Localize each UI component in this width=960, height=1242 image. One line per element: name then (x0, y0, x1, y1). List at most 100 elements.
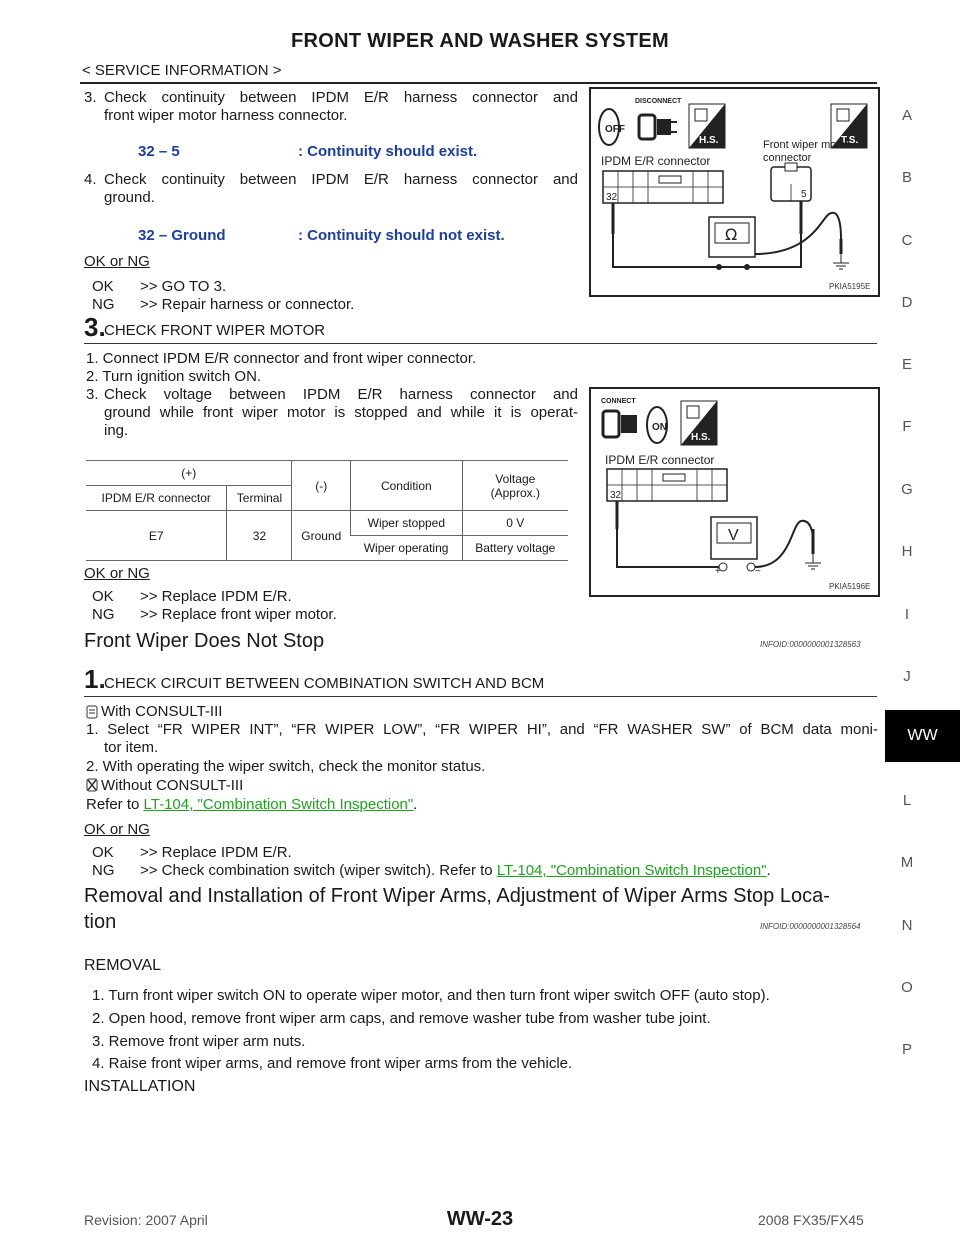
svg-text:DISCONNECT: DISCONNECT (635, 98, 682, 105)
section2-refer-line: Refer to LT-104, "Combination Switch Ins… (86, 796, 418, 813)
section2-infoid: INFOID:0000000001328563 (760, 640, 861, 649)
footer-page-number: WW-23 (446, 1208, 514, 1230)
step3-title: CHECK FRONT WIPER MOTOR (104, 322, 326, 339)
svg-text:H.S.: H.S. (691, 432, 711, 443)
ipdm-connector-label: IPDM E/R connector (601, 154, 710, 168)
step2-item3-text: Check continuity between IPDM E/R harnes… (104, 89, 578, 106)
side-tab-o[interactable]: O (901, 979, 913, 996)
section2-ok: OK (92, 844, 114, 861)
svg-text:32: 32 (606, 192, 618, 203)
step2-ok-or-ng: OK or NG (84, 253, 150, 270)
svg-text:V: V (728, 527, 739, 544)
section3-title-a: Removal and Installation of Front Wiper … (84, 885, 830, 907)
with-consult-label: With CONSULT-III (101, 703, 223, 720)
step3-rule (84, 343, 877, 344)
wiper-connector-shape: 5 (770, 162, 812, 202)
ground-icon (805, 554, 821, 570)
front-wiper-label: Front wiper motor (763, 139, 850, 151)
ignition-off-icon: OFF (598, 108, 625, 146)
section2-step-number: 1. (84, 664, 106, 694)
ground-icon (833, 254, 849, 270)
step3-ng: NG (92, 606, 115, 623)
page-title: FRONT WIPER AND WASHER SYSTEM (291, 30, 669, 52)
side-tab-c[interactable]: C (901, 232, 913, 249)
section2-ok-action: >> Replace IPDM E/R. (140, 844, 292, 861)
step3-item3-a: Check voltage between IPDM E/R harness c… (104, 386, 578, 403)
cell-v2: Battery voltage (461, 535, 568, 561)
svg-text:T.S.: T.S. (841, 135, 858, 146)
section2-ng: NG (92, 862, 115, 879)
ohmmeter-icon: Ω (708, 216, 756, 270)
without-consult-label: Without CONSULT-III (101, 777, 244, 794)
side-tab-h[interactable]: H (901, 543, 913, 560)
side-tab-f[interactable]: F (902, 418, 912, 435)
section2-ng-line: >> Check combination switch (wiper switc… (140, 862, 771, 879)
svg-text:32: 32 (610, 490, 622, 501)
step2-ok-action: >> GO TO 3. (140, 278, 227, 295)
section2-item1-b: tor item. (104, 739, 159, 756)
th-ipdm-connector: IPDM E/R connector (86, 485, 227, 511)
step3-ok-action: >> Replace IPDM E/R. (140, 588, 292, 605)
side-tab-i[interactable]: I (904, 606, 910, 623)
connect-icon: CONNECT (601, 398, 637, 439)
step3-item3-num: 3. (86, 386, 99, 403)
side-tab-g[interactable]: G (901, 481, 913, 498)
svg-text:CONNECT: CONNECT (601, 398, 636, 405)
combination-switch-inspection-link[interactable]: LT-104, "Combination Switch Inspection" (143, 796, 414, 813)
spec1-result: : Continuity should exist. (298, 143, 478, 160)
terminal-side-icon: T.S. (830, 103, 868, 149)
step2-ok: OK (92, 278, 114, 295)
svg-text:H.S.: H.S. (699, 135, 719, 146)
spec1-pins: 32 – 5 (138, 143, 180, 160)
side-tab-n[interactable]: N (901, 917, 913, 934)
figure-continuity-check: OFF DISCONNECT H.S. T.S. IPDM E/R connec… (589, 87, 880, 297)
side-tab-d[interactable]: D (901, 294, 913, 311)
svg-text:connector: connector (763, 152, 812, 164)
side-tab-p[interactable]: P (901, 1041, 912, 1058)
no-consult-icon (86, 778, 98, 792)
ipdm-connector-shape: 32 (606, 468, 728, 502)
step2-item4-text: Check continuity between IPDM E/R harnes… (104, 171, 578, 188)
step3-ok: OK (92, 588, 114, 605)
removal-step-2: 2. Open hood, remove front wiper arm cap… (92, 1010, 711, 1027)
combination-switch-inspection-link-2[interactable]: LT-104, "Combination Switch Inspection" (496, 862, 767, 879)
step2-item4-text2: ground. (104, 189, 155, 206)
ignition-on-icon: ON (646, 406, 668, 444)
installation-heading: INSTALLATION (84, 1078, 196, 1095)
footer-model: 2008 FX35/FX45 (758, 1212, 864, 1228)
consult-icon (86, 705, 98, 719)
footer-revision: Revision: 2007 April (84, 1212, 208, 1228)
step2-ng-action: >> Repair harness or connector. (140, 296, 355, 313)
step3-item1: 1. Connect IPDM E/R connector and front … (86, 350, 477, 367)
side-tab-l[interactable]: L (902, 792, 912, 809)
side-tab-e[interactable]: E (901, 356, 912, 373)
side-tab-b[interactable]: B (901, 169, 912, 186)
figure-voltage-check: CONNECT ON H.S. IPDM E/R connector 32 (589, 387, 880, 597)
cell-v1: 0 V (461, 510, 568, 536)
step2-item4-num: 4. (84, 171, 97, 188)
spec2-result: : Continuity should not exist. (298, 227, 505, 244)
section-wiper-not-stop-title: Front Wiper Does Not Stop (84, 630, 325, 652)
side-tab-m[interactable]: M (900, 854, 914, 871)
spec2-pins: 32 – Ground (138, 227, 226, 244)
figure2-code: PKIA5196E (829, 582, 870, 591)
step2-ng: NG (92, 296, 115, 313)
step3-item3-c: ing. (104, 422, 129, 439)
side-tab-j[interactable]: J (903, 668, 911, 685)
cell-connector: E7 (86, 510, 227, 561)
removal-heading: REMOVAL (84, 957, 162, 974)
removal-step-3: 3. Remove front wiper arm nuts. (92, 1033, 306, 1050)
step2-item3-text2: front wiper motor harness connector. (104, 107, 348, 124)
section2-ok-or-ng: OK or NG (84, 821, 150, 838)
side-tab-a[interactable]: A (901, 107, 912, 124)
removal-step-4: 4. Raise front wiper arms, and remove fr… (92, 1055, 573, 1072)
svg-text:−: − (755, 566, 761, 577)
step3-ok-or-ng: OK or NG (84, 565, 150, 582)
section2-step-title: CHECK CIRCUIT BETWEEN COMBINATION SWITCH… (104, 675, 545, 692)
voltage-spec-table: (+) (-) Condition Voltage(Approx.) IPDM … (86, 460, 568, 561)
ipdm-connector-label: IPDM E/R connector (605, 453, 714, 467)
side-tab-ww-active[interactable]: WW (885, 710, 960, 762)
svg-text:OFF: OFF (605, 124, 625, 135)
page-subtitle: < SERVICE INFORMATION > (82, 62, 282, 79)
svg-text:ON: ON (652, 422, 667, 433)
